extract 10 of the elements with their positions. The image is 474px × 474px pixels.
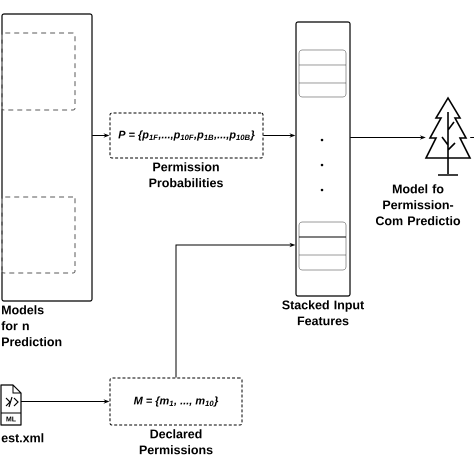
node-label: Declared Permissions [140, 429, 213, 454]
node-label: Models for n Prediction [1, 305, 62, 346]
dashed-box [2, 32, 76, 110]
node-label: est.xml [2, 433, 44, 442]
node-label: Stacked Input Features [282, 300, 364, 326]
dashed-box: P = {p$_{1F}$,...,p$_{10F}$,p$_{1B}$,...,p$_{10B}$} [110, 112, 264, 158]
dashed-box: M = {m$_{1}$, ..., m$_{10}$} [110, 378, 242, 426]
dashed-box [2, 196, 76, 274]
node-label: Model fo Permission-Com Predictio [376, 184, 460, 226]
node-label: Permission Probabilities [149, 162, 223, 188]
